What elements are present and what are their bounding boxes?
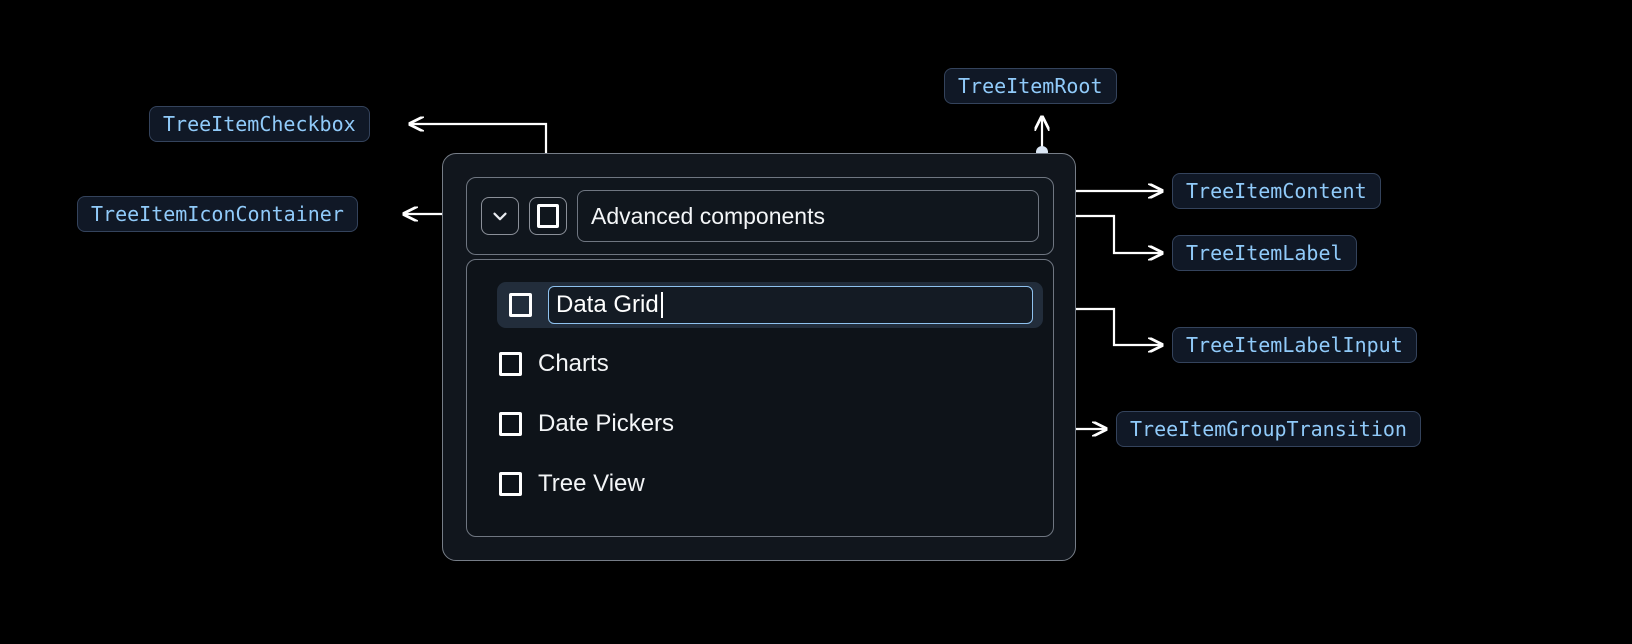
tree-item-checkbox[interactable] [529,197,567,235]
tree-row-tree-view[interactable]: Tree View [467,460,1053,508]
tree-item-label: Date Pickers [538,410,675,437]
tree-row-data-grid[interactable]: Data Grid [497,282,1043,328]
checkbox-unchecked-icon [537,204,559,228]
tree-item-label: Tree View [538,470,645,497]
tree-item-label[interactable]: Advanced components [577,190,1039,242]
tree-item-label: Charts [538,350,609,377]
tree-item-label-input-value: Data Grid [556,291,659,318]
tree-item-group-transition: Data Grid Charts Date Pickers Tree View [466,259,1054,537]
annotation-chip-tree-item-content: TreeItemContent [1172,173,1381,209]
tree-item-label-input[interactable]: Data Grid [548,286,1033,324]
text-caret [660,292,663,318]
annotation-chip-tree-item-label-input: TreeItemLabelInput [1172,327,1417,363]
checkbox-unchecked-icon[interactable] [499,472,522,496]
checkbox-unchecked-icon[interactable] [499,352,522,376]
tree-row-charts[interactable]: Charts [467,340,1053,388]
annotation-chip-tree-item-checkbox: TreeItemCheckbox [149,106,370,142]
chevron-down-icon [489,205,511,227]
annotation-chip-tree-item-group-transition: TreeItemGroupTransition [1116,411,1421,447]
annotation-chip-tree-item-label: TreeItemLabel [1172,235,1357,271]
tree-item-content[interactable]: Advanced components [466,177,1054,255]
tree-item-icon-container[interactable] [481,197,519,235]
annotation-chip-tree-item-icon-container: TreeItemIconContainer [77,196,358,232]
annotation-chip-tree-item-root: TreeItemRoot [944,68,1117,104]
tree-row-date-pickers[interactable]: Date Pickers [467,400,1053,448]
checkbox-unchecked-icon[interactable] [499,412,522,436]
checkbox-unchecked-icon[interactable] [509,293,532,317]
